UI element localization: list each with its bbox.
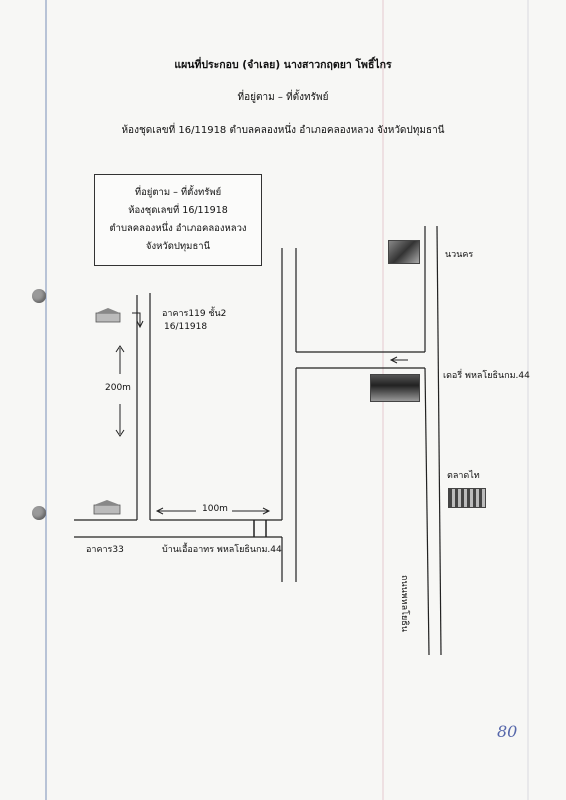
building-119-icon bbox=[95, 308, 121, 323]
direction-arrow-head bbox=[389, 356, 398, 364]
page-title: แผนที่ประกอบ (จำเลย) นางสาวกฤตยา โพธิ์ไก… bbox=[174, 59, 392, 71]
label-road-name: ถนนพหลโยธิน bbox=[399, 575, 409, 632]
page-number: 80 bbox=[497, 722, 518, 741]
page-subtitle: ที่อยู่ตาม – ที่ตั้งทรัพย์ bbox=[237, 92, 329, 103]
road-right-inner bbox=[436, 225, 442, 656]
info-box-line-1: ที่อยู่ตาม – ที่ตั้งทรัพย์ bbox=[134, 187, 222, 198]
label-room-number: 16/11918 bbox=[164, 322, 208, 332]
label-building-33: อาคาร33 bbox=[86, 545, 124, 555]
road-right-outer-bottom bbox=[424, 367, 430, 656]
label-dairy-queen: เดอรี่ พหลโยธินกม.44 bbox=[443, 371, 530, 381]
entrance-arrow bbox=[132, 312, 141, 326]
building-33-icon bbox=[93, 500, 121, 515]
punch-hole-top bbox=[32, 289, 46, 303]
label-navanakorn: นวนคร bbox=[445, 250, 474, 260]
dairy-queen-photo bbox=[370, 374, 420, 402]
arrow-left-head bbox=[155, 507, 164, 515]
label-distance-horizontal: 100m bbox=[202, 504, 228, 514]
label-market: ตลาดไท bbox=[447, 471, 480, 481]
navanakorn-photo bbox=[388, 240, 420, 264]
info-box-line-4: จังหวัดปทุมธานี bbox=[145, 241, 211, 252]
punch-hole-bottom bbox=[32, 506, 46, 520]
info-box-line-3: ตำบลคลองหนึ่ง อำเภอคลองหลวง bbox=[109, 223, 247, 234]
label-building-119: อาคาร119 ชั้น2 bbox=[162, 309, 227, 319]
market-photo bbox=[448, 488, 486, 508]
label-distance-vertical: 200m bbox=[105, 383, 131, 393]
arrow-right-head bbox=[262, 507, 271, 515]
label-shop: บ้านเอื้ออาทร พหลโยธินกม.44 bbox=[162, 545, 282, 555]
page-address: ห้องชุดเลขที่ 16/11918 ตำบลคลองหนึ่ง อำเ… bbox=[121, 125, 445, 136]
address-info-box: ที่อยู่ตาม – ที่ตั้งทรัพย์ ห้องชุดเลขที่… bbox=[94, 174, 262, 266]
arrow-down-head bbox=[115, 429, 125, 437]
arrow-up-head bbox=[115, 345, 125, 353]
entrance-arrow-head bbox=[136, 320, 144, 329]
info-box-line-2: ห้องชุดเลขที่ 16/11918 bbox=[128, 205, 228, 216]
